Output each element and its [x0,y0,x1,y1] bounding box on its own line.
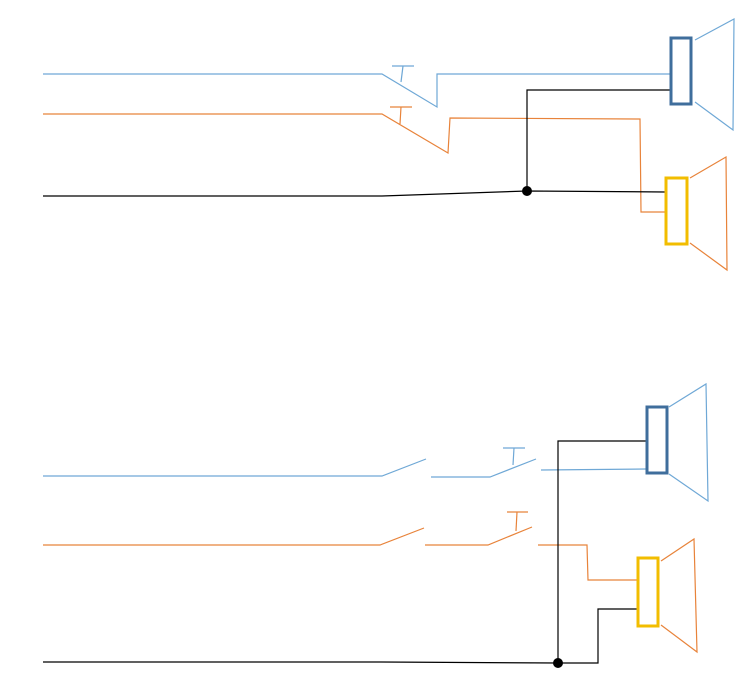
bottom-blue-wire [43,447,647,478]
top-orange-pushbutton-icon [390,106,412,125]
bottom-black-wire-branch [557,440,646,663]
bottom-orange-wire-seg2 [425,526,533,546]
bottom-blue-coil [645,405,669,475]
top-blue-speaker-icon [669,17,735,132]
bottom-circuit [43,382,709,668]
top-blue-wire [43,65,670,109]
top-junction-dot-icon [522,186,532,196]
bottom-black-wire [43,440,646,668]
top-orange-wire [43,106,666,213]
bottom-orange-wire-seg3 [538,544,638,581]
bottom-orange-wire [43,511,638,581]
bottom-blue-wire-seg1 [43,458,427,477]
bottom-yellow-coil [636,556,660,628]
top-yellow-coil [664,176,689,246]
top-blue-pushbutton-icon [392,65,414,83]
top-blue-wire-left [43,73,670,109]
top-black-wire-branch [526,89,671,191]
bottom-orange-wire-seg1 [43,527,425,546]
top-orange-wire-path [43,113,666,213]
top-black-wire [43,89,671,197]
top-blue-coil [669,36,693,106]
bottom-orange-speaker-icon [636,537,698,654]
bottom-black-wire-main [43,608,638,664]
top-black-wire-main [43,190,667,197]
bottom-junction-dot-icon [553,658,563,668]
bottom-blue-wire-seg2 [431,458,537,478]
bottom-blue-pushbutton-icon [503,447,525,466]
bottom-blue-wire-seg3 [540,468,647,471]
bottom-orange-pushbutton-icon [507,511,528,532]
top-circuit [43,17,735,272]
top-orange-speaker-icon [664,155,728,272]
bottom-blue-speaker-icon [645,382,709,503]
